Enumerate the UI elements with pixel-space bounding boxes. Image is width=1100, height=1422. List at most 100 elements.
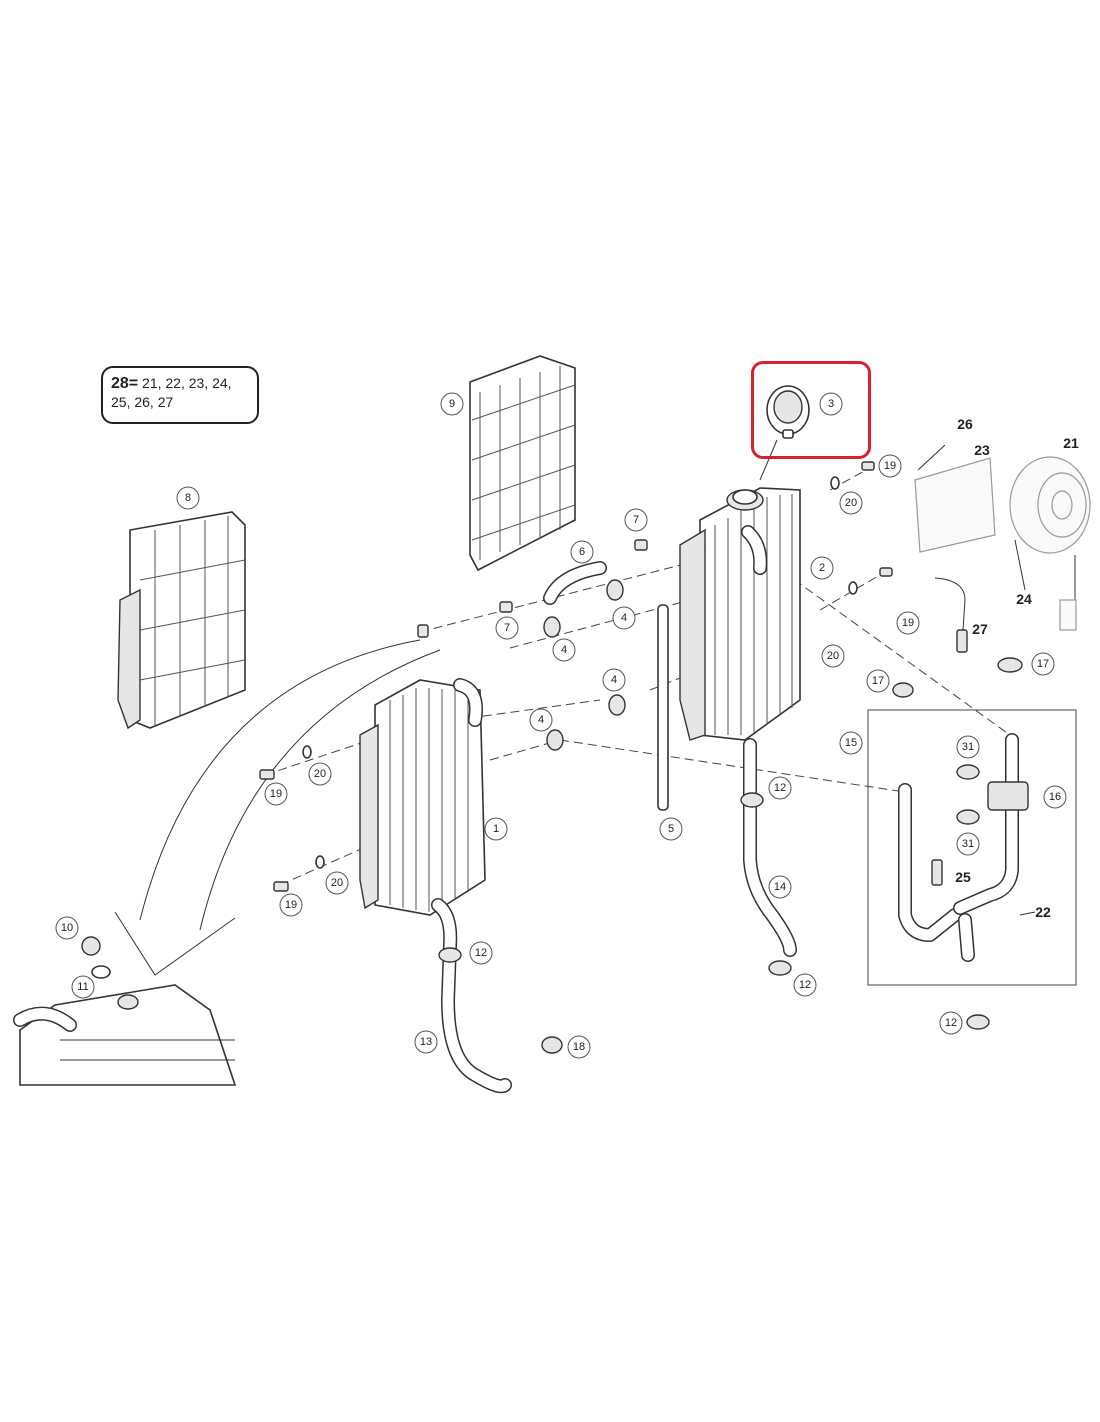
callout-19c: 19 [264,782,288,806]
fan-bracket-23 [914,457,996,553]
callout-11: 11 [71,975,95,999]
svg-text:12: 12 [799,979,811,991]
callout-9: 9 [440,392,464,416]
label-26: 26 [957,416,973,432]
callout-6: 6 [570,540,594,564]
svg-text:18: 18 [573,1041,585,1053]
callout-8: 8 [176,486,200,510]
svg-text:20: 20 [314,768,326,780]
radiator-guard-9 [469,355,576,572]
callout-4c: 4 [602,668,626,692]
svg-text:15: 15 [845,737,857,749]
callout-12a: 12 [768,776,792,800]
callout-31b: 31 [956,832,980,856]
svg-text:3: 3 [828,398,834,410]
svg-text:19: 19 [884,460,896,472]
small-hose-6 [543,561,607,605]
svg-text:10: 10 [61,922,73,934]
callout-4a: 4 [612,606,636,630]
svg-text:17: 17 [872,675,884,687]
label-25: 25 [955,869,971,885]
svg-text:19: 19 [902,617,914,629]
svg-text:1: 1 [493,823,499,835]
vent-tube-5 [657,604,669,811]
callout-14: 14 [768,875,792,899]
svg-text:8: 8 [185,492,191,504]
callout-19a: 19 [878,454,902,478]
radiator-cap-3 [766,385,810,439]
callout-12d: 12 [939,1011,963,1035]
radiator-left-1 [359,678,486,916]
svg-text:4: 4 [621,612,627,624]
callout-15: 15 [839,731,863,755]
callout-20a: 20 [839,491,863,515]
svg-text:14: 14 [774,881,786,893]
callout-19b: 19 [896,611,920,635]
callout-20c: 20 [308,762,332,786]
callout-12c: 12 [793,973,817,997]
svg-text:20: 20 [845,497,857,509]
svg-text:4: 4 [611,674,617,686]
callout-3: 3 [819,392,843,416]
cap-highlight-box [751,361,871,459]
svg-text:9: 9 [449,398,455,410]
svg-text:4: 4 [561,644,567,656]
label-23: 23 [974,442,990,458]
svg-text:13: 13 [420,1036,432,1048]
kit-parts-line2: 25, 26, 27 [111,394,174,410]
svg-text:11: 11 [77,981,88,993]
kit-equals: = [128,375,139,392]
callout-7a: 7 [624,508,648,532]
svg-text:16: 16 [1049,791,1061,803]
svg-text:12: 12 [475,947,487,959]
label-21: 21 [1063,435,1079,451]
thermostat-group-box [867,709,1077,986]
label-27: 27 [972,621,988,637]
hose-13 [431,898,512,1094]
callout-19d: 19 [279,893,303,917]
grommets-4 [543,579,626,751]
svg-text:12: 12 [774,782,786,794]
callout-31a: 31 [956,735,980,759]
label-24: 24 [1016,591,1032,607]
radiator-right-2 [679,487,801,741]
svg-text:31: 31 [962,838,974,850]
svg-text:20: 20 [827,650,839,662]
callout-4b: 4 [552,638,576,662]
svg-text:20: 20 [331,877,343,889]
svg-text:19: 19 [270,788,282,800]
fan-assembly-21 [1009,456,1091,631]
kit-parts-line1: 21, 22, 23, 24, [142,375,232,391]
svg-text:19: 19 [285,899,297,911]
callout-1: 1 [484,817,508,841]
hose-14 [743,738,797,957]
label-22: 22 [1035,904,1051,920]
svg-text:4: 4 [538,714,544,726]
svg-text:7: 7 [633,514,639,526]
callout-10: 10 [55,916,79,940]
callout-12b: 12 [469,941,493,965]
callout-17b: 17 [866,669,890,693]
callout-5: 5 [659,817,683,841]
wire-27 [934,577,968,653]
callout-4d: 4 [529,708,553,732]
callout-20b: 20 [821,644,845,668]
svg-text:17: 17 [1037,658,1049,670]
kit-legend-line1: 28= 21, 22, 23, 24, [111,374,249,393]
svg-text:2: 2 [819,562,825,574]
svg-text:5: 5 [668,823,674,835]
callout-13: 13 [414,1030,438,1054]
svg-text:7: 7 [504,622,510,634]
svg-text:6: 6 [579,546,585,558]
callout-7b: 7 [495,616,519,640]
callout-20d: 20 [325,871,349,895]
kit-number: 28 [111,375,129,392]
fasteners [81,461,1023,1054]
engine-tank-fragment [13,984,237,1086]
radiator-guard-8 [117,511,246,730]
svg-text:31: 31 [962,741,974,753]
svg-text:12: 12 [945,1017,957,1029]
callout-16: 16 [1043,785,1067,809]
kit-legend-box: 28= 21, 22, 23, 24, 25, 26, 27 [101,366,259,424]
